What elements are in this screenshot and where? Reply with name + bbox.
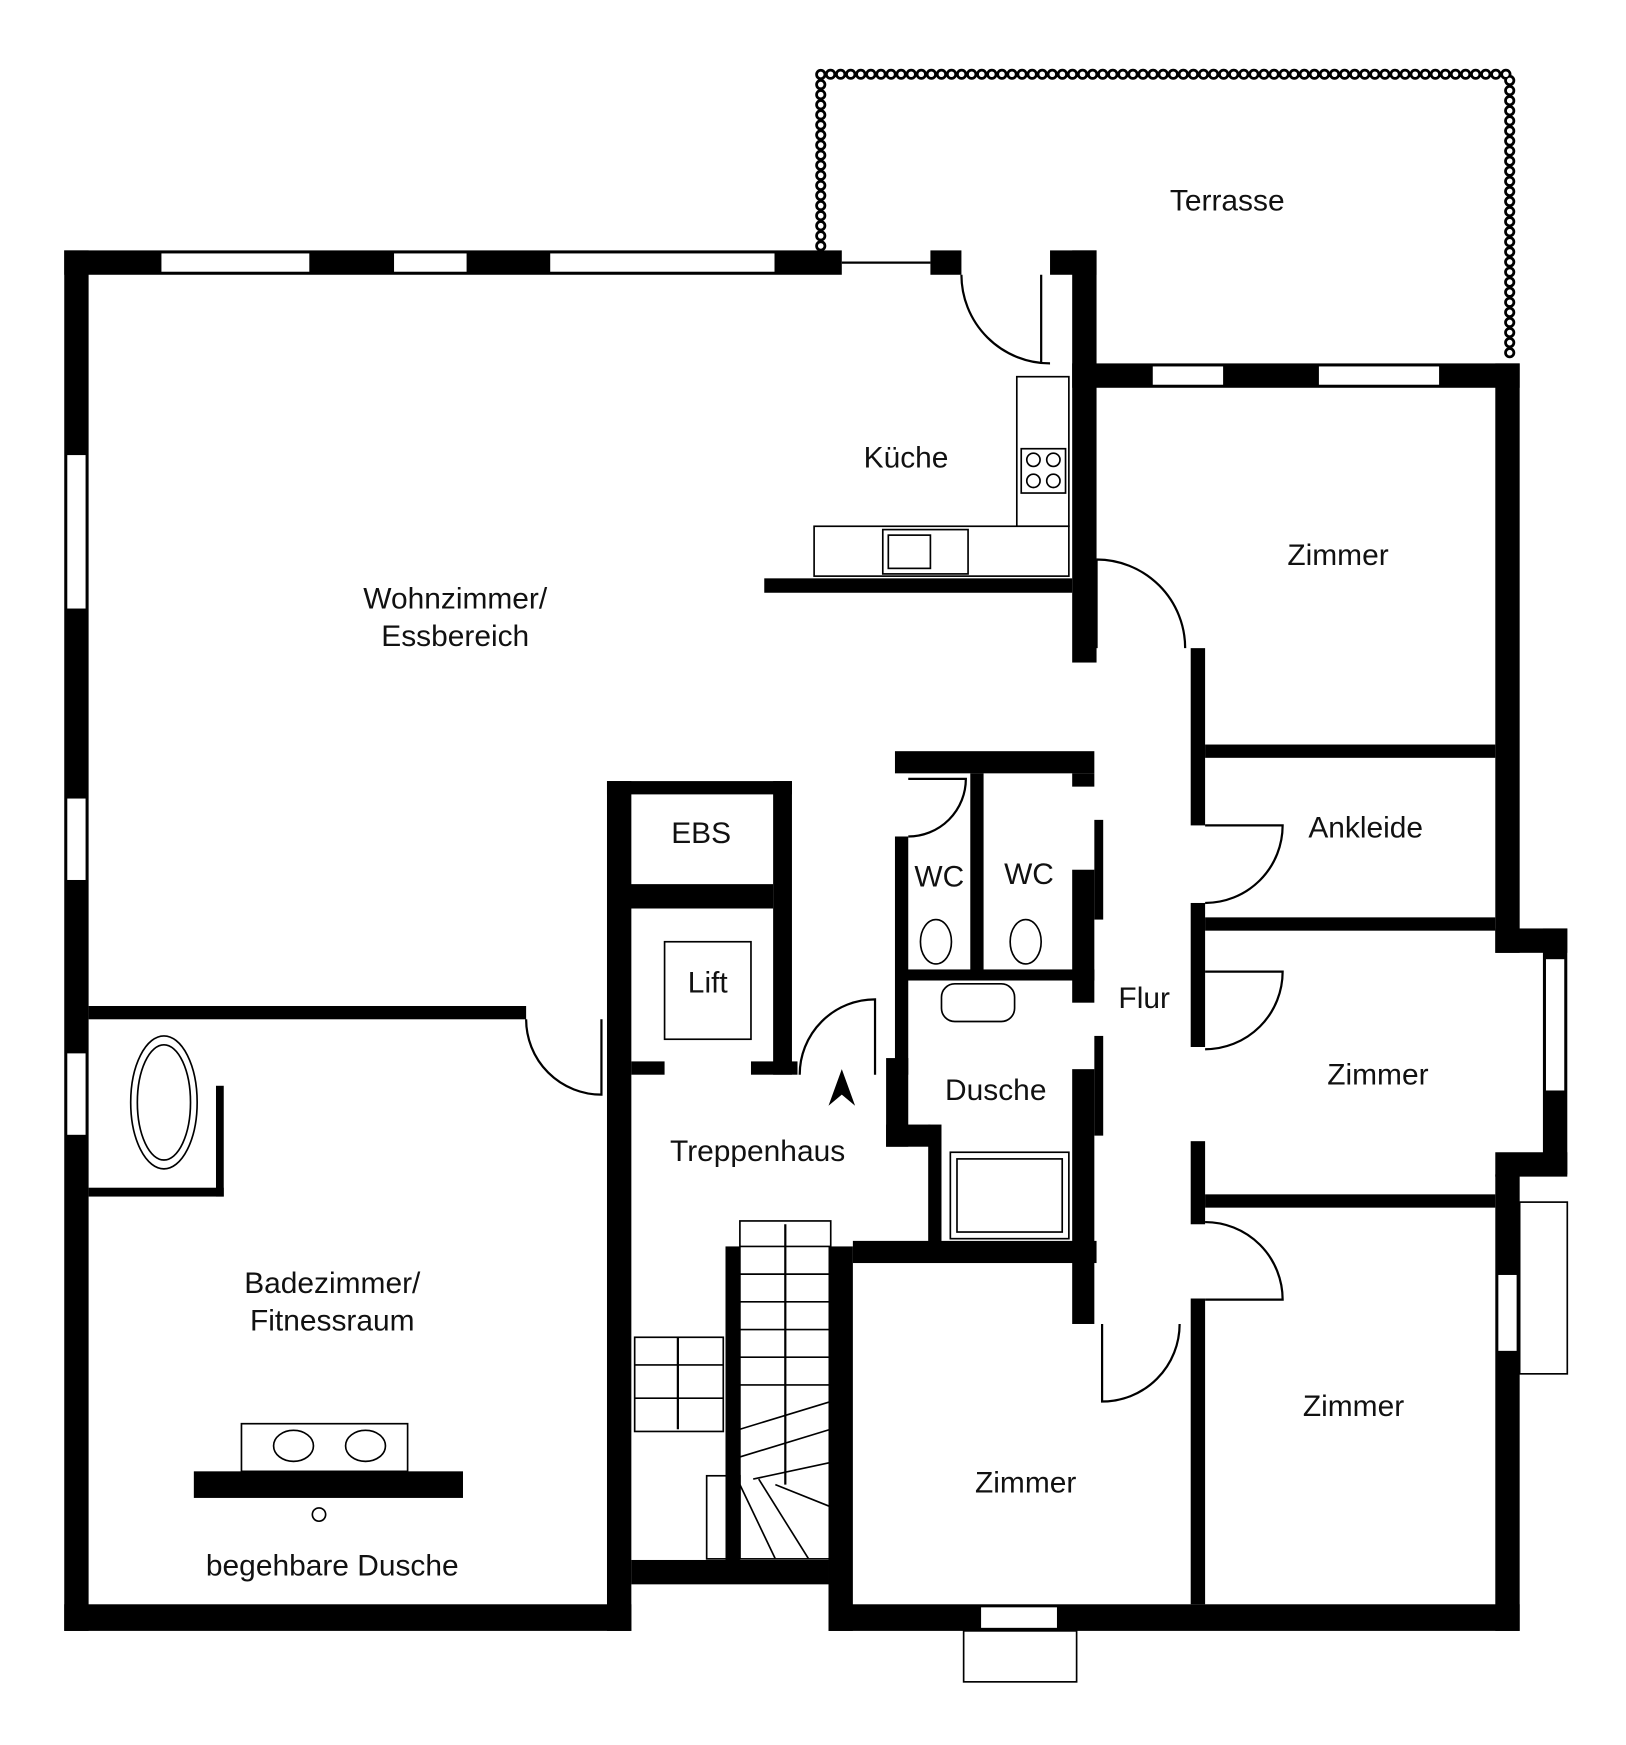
walls bbox=[64, 250, 1569, 1683]
label-wc-2: WC bbox=[1004, 858, 1054, 891]
label-begehbare-dusche: begehbare Dusche bbox=[206, 1549, 459, 1582]
label-kueche: Küche bbox=[864, 442, 949, 475]
label-zimmer-unten: Zimmer bbox=[975, 1466, 1076, 1499]
label-zimmer-unten-rechts: Zimmer bbox=[1303, 1390, 1404, 1423]
label-badezimmer: Badezimmer/ bbox=[244, 1267, 421, 1300]
label-zimmer-oben: Zimmer bbox=[1287, 539, 1388, 572]
label-wc-1: WC bbox=[914, 860, 964, 893]
label-ankleide: Ankleide bbox=[1308, 812, 1423, 845]
doors bbox=[525, 274, 1284, 1403]
label-ebs: EBS bbox=[671, 817, 731, 850]
label-lift: Lift bbox=[688, 967, 729, 1000]
label-zimmer-mitte: Zimmer bbox=[1327, 1059, 1428, 1092]
label-terrasse: Terrasse bbox=[1170, 185, 1285, 218]
label-fitnessraum: Fitnessraum bbox=[250, 1305, 415, 1338]
windows bbox=[65, 251, 1566, 1630]
terrace-railing bbox=[815, 68, 1516, 365]
label-wohnzimmer: Wohnzimmer/ bbox=[363, 582, 548, 615]
label-flur: Flur bbox=[1118, 982, 1170, 1015]
label-treppenhaus: Treppenhaus bbox=[670, 1135, 845, 1168]
label-essbereich: Essbereich bbox=[381, 620, 529, 653]
staircase bbox=[633, 1069, 856, 1563]
label-dusche: Dusche bbox=[945, 1074, 1046, 1107]
